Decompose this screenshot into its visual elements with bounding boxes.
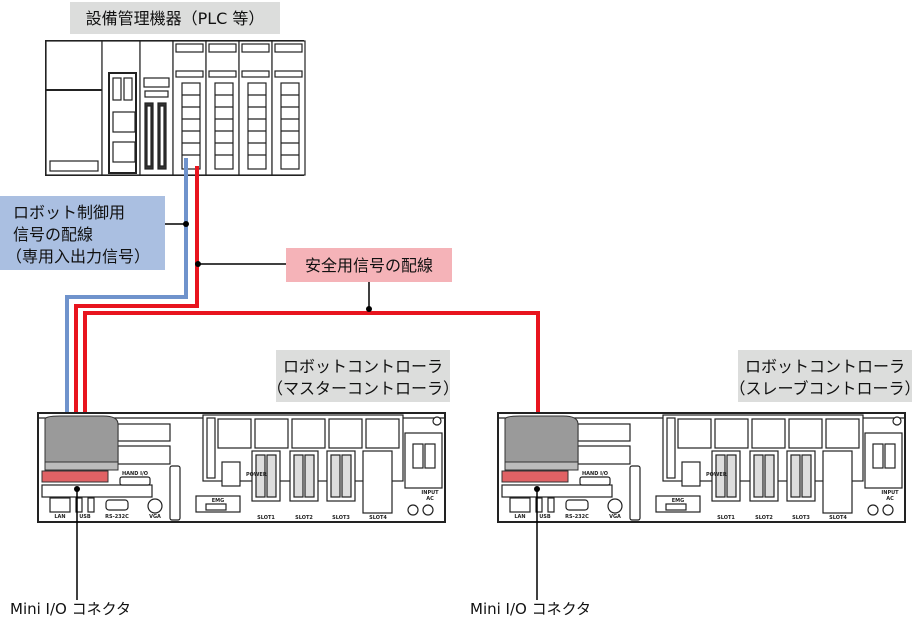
- safety-signal-callout: 安全用信号の配線: [195, 248, 452, 312]
- svg-text:SLOT2: SLOT2: [295, 515, 313, 521]
- svg-text:（スレーブコントローラ）: （スレーブコントローラ）: [729, 379, 918, 398]
- svg-text:SLOT4: SLOT4: [829, 515, 847, 521]
- svg-text:EMG: EMG: [672, 498, 685, 504]
- svg-text:EMG: EMG: [212, 498, 225, 504]
- slot-terminals: [251, 450, 356, 502]
- mini-io-connector-label: Mini I/O コネクタ: [470, 600, 591, 618]
- svg-text:USB: USB: [539, 514, 551, 520]
- svg-text:POWER: POWER: [706, 472, 727, 478]
- slave-controller-label: ロボットコントローラ （スレーブコントローラ）: [729, 350, 918, 402]
- svg-text:設備管理機器（PLC 等）: 設備管理機器（PLC 等）: [86, 9, 265, 28]
- svg-text:HAND I/O: HAND I/O: [122, 471, 148, 477]
- svg-text:VGA: VGA: [609, 514, 621, 520]
- svg-text:SLOT3: SLOT3: [792, 515, 810, 521]
- svg-text:HAND I/O: HAND I/O: [582, 471, 608, 477]
- slot-terminals: [711, 450, 816, 502]
- slave-controller: LAN USB RS-232C VGA HAND I/O EMG SLOT1 S…: [470, 412, 906, 618]
- svg-text:SLOT3: SLOT3: [332, 515, 350, 521]
- svg-text:信号の配線: 信号の配線: [13, 225, 93, 244]
- svg-text:安全用信号の配線: 安全用信号の配線: [305, 256, 433, 275]
- svg-text:AC: AC: [426, 496, 434, 502]
- svg-text:USB: USB: [79, 514, 91, 520]
- svg-text:RS-232C: RS-232C: [105, 514, 129, 520]
- svg-text:ロボット制御用: ロボット制御用: [13, 203, 125, 222]
- svg-text:RS-232C: RS-232C: [565, 514, 589, 520]
- plc-label: 設備管理機器（PLC 等）: [70, 2, 280, 34]
- plc-unit: [45, 40, 306, 176]
- svg-text:POWER: POWER: [246, 472, 267, 478]
- svg-text:INPUT: INPUT: [421, 490, 439, 496]
- svg-text:（マスターコントローラ）: （マスターコントローラ）: [267, 379, 459, 398]
- panel-port-labels: LAN USB RS-232C VGA HAND I/O EMG SLOT1 S…: [54, 471, 439, 521]
- robot-signal-callout: ロボット制御用 信号の配線 （専用入出力信号）: [0, 196, 189, 270]
- master-controller-label: ロボットコントローラ （マスターコントローラ）: [267, 350, 459, 402]
- svg-text:ロボットコントローラ: ロボットコントローラ: [283, 357, 443, 376]
- master-controller: LAN USB RS-232C VGA HAND I/O EMG SLOT1 S…: [10, 412, 446, 618]
- safety-wire-master: [74, 166, 199, 418]
- svg-text:INPUT: INPUT: [881, 490, 899, 496]
- svg-text:AC: AC: [886, 496, 894, 502]
- panel-port-labels: LAN USB RS-232C VGA HAND I/O EMG SLOT1 S…: [514, 471, 899, 521]
- svg-text:VGA: VGA: [149, 514, 161, 520]
- svg-text:ロボットコントローラ: ロボットコントローラ: [745, 357, 905, 376]
- svg-text:（専用入出力信号）: （専用入出力信号）: [6, 247, 150, 266]
- svg-text:SLOT1: SLOT1: [717, 515, 735, 521]
- svg-text:LAN: LAN: [514, 514, 525, 520]
- svg-text:SLOT2: SLOT2: [755, 515, 773, 521]
- safety-wire-slave: [83, 311, 540, 418]
- svg-text:SLOT4: SLOT4: [369, 515, 387, 521]
- robot-signal-wire: [65, 158, 188, 418]
- svg-text:SLOT1: SLOT1: [257, 515, 275, 521]
- mini-io-connector-label: Mini I/O コネクタ: [10, 600, 131, 618]
- svg-text:LAN: LAN: [54, 514, 65, 520]
